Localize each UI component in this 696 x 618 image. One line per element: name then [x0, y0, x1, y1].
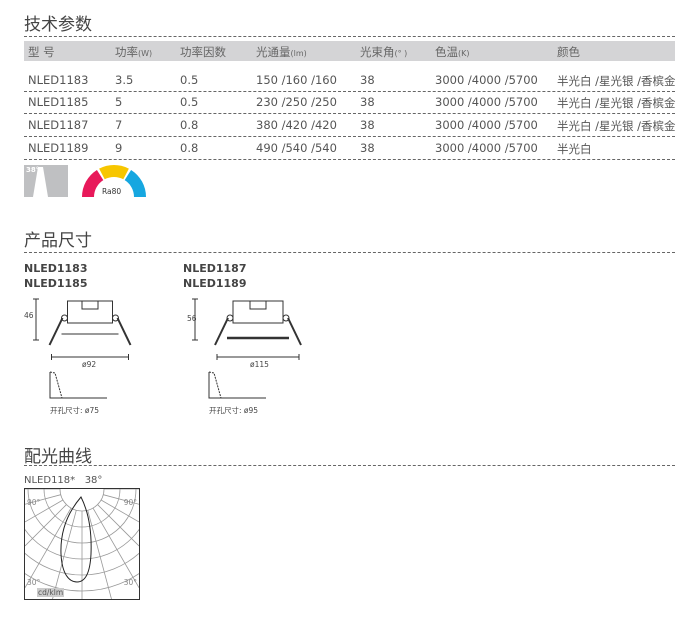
section-title-specs: 技术参数 — [24, 15, 92, 35]
table-cell: 0.5 — [180, 73, 199, 87]
table-header — [24, 41, 675, 61]
row-divider — [24, 91, 675, 92]
cri-segment — [124, 169, 146, 197]
cri-label: Ra80 — [102, 187, 122, 196]
table-cell: 7 — [115, 118, 123, 132]
row-divider — [24, 159, 675, 160]
divider — [24, 36, 675, 37]
table-cell: 半光白 /星光银 /香槟金 — [557, 74, 676, 88]
beam-angle-icon: 38° — [24, 165, 68, 197]
polar-spoke — [103, 494, 139, 505]
polar-label-90-left: 90° — [27, 498, 41, 507]
row-divider — [24, 113, 675, 114]
beam-angle-label: 38° — [26, 166, 40, 174]
cri-segment — [99, 165, 129, 180]
column-header: 功率(W) — [115, 44, 152, 60]
header-label: 色温 — [435, 45, 458, 59]
polar-label-90-right: 90° — [123, 498, 137, 507]
diameter-label: ø115 — [250, 360, 269, 369]
table-cell: 5 — [115, 95, 123, 109]
header-label: 功率 — [115, 45, 138, 59]
table-cell: 0.5 — [180, 95, 199, 109]
table-cell: 9 — [115, 141, 123, 155]
polar-spoke — [25, 507, 72, 588]
row-divider — [24, 136, 675, 137]
header-unit: (lm) — [290, 49, 307, 58]
table-cell: 3.5 — [115, 73, 134, 87]
table-cell: 半光白 /星光银 /香槟金 — [557, 119, 676, 133]
table-cell: 490 /540 /540 — [256, 141, 337, 155]
header-label: 功率因数 — [180, 45, 226, 59]
header-unit: (° ) — [394, 49, 408, 58]
column-header: 功率因数 — [180, 44, 226, 60]
header-unit: (K) — [458, 49, 470, 58]
diameter-label: ø92 — [82, 360, 97, 369]
divider — [24, 465, 675, 466]
column-header: 型 号 — [28, 44, 55, 60]
polar-label-30-right: 30° — [123, 578, 137, 587]
table-cell: 3000 /4000 /5700 — [435, 118, 538, 132]
height-label: 46 — [24, 311, 34, 320]
polar-spoke — [52, 510, 77, 599]
table-cell: 38 — [360, 118, 375, 132]
table-cell: 0.8 — [180, 141, 199, 155]
polar-diagram: 90° 90° 30° 30° cd/klm — [24, 488, 140, 600]
column-header: 光束角(° ) — [360, 44, 407, 60]
cri-icon: Ra80 — [80, 163, 148, 197]
header-label: 光束角 — [360, 45, 395, 59]
model-name: NLED1187 — [183, 262, 247, 275]
polar-spoke — [25, 494, 61, 505]
table-cell: 3000 /4000 /5700 — [435, 141, 538, 155]
table-cell: 38 — [360, 73, 375, 87]
table-cell: 150 /160 /160 — [256, 73, 337, 87]
table-cell: NLED1187 — [28, 118, 89, 132]
section-title-photometric: 配光曲线 — [24, 447, 92, 467]
table-cell: 380 /420 /420 — [256, 118, 337, 132]
table-cell: 半光白 — [557, 142, 592, 156]
polar-spoke — [25, 504, 67, 547]
table-cell: NLED1189 — [28, 141, 89, 155]
section-title-dimensions: 产品尺寸 — [24, 231, 92, 251]
header-label: 型 号 — [28, 45, 55, 59]
cutout-label: 开孔尺寸: ø75 — [50, 406, 100, 415]
cri-segment — [82, 169, 104, 197]
model-name: NLED1185 — [24, 277, 88, 290]
height-label: 56 — [187, 314, 197, 323]
model-name: NLED1189 — [183, 277, 247, 290]
fixture-drawing — [33, 298, 132, 399]
table-cell: 半光白 /星光银 /香槟金 — [557, 96, 676, 110]
header-label: 光通量 — [256, 45, 291, 59]
model-name: NLED1183 — [24, 262, 88, 275]
table-cell: NLED1185 — [28, 95, 89, 109]
polar-spoke — [100, 499, 139, 523]
polar-spoke — [92, 507, 139, 588]
divider — [24, 252, 675, 253]
polar-title: NLED118* 38° — [24, 475, 103, 486]
polar-spoke — [87, 510, 112, 599]
polar-unit: cd/klm — [37, 588, 65, 597]
cutout-label: 开孔尺寸: ø95 — [209, 406, 259, 415]
table-cell: 0.8 — [180, 118, 199, 132]
table-cell: 38 — [360, 95, 375, 109]
table-cell: 3000 /4000 /5700 — [435, 95, 538, 109]
column-header: 光通量(lm) — [256, 44, 307, 60]
fixture-drawing — [192, 298, 302, 399]
polar-spoke — [97, 504, 139, 547]
header-label: 颜色 — [557, 45, 580, 59]
column-header: 颜色 — [557, 44, 580, 60]
header-unit: (W) — [138, 49, 153, 58]
column-header: 色温(K) — [435, 44, 470, 60]
table-cell: 38 — [360, 141, 375, 155]
table-cell: 3000 /4000 /5700 — [435, 73, 538, 87]
table-cell: NLED1183 — [28, 73, 89, 87]
polar-curve — [60, 496, 92, 583]
polar-label-30-left: 30° — [27, 578, 41, 587]
polar-spoke — [25, 499, 64, 523]
table-cell: 230 /250 /250 — [256, 95, 337, 109]
